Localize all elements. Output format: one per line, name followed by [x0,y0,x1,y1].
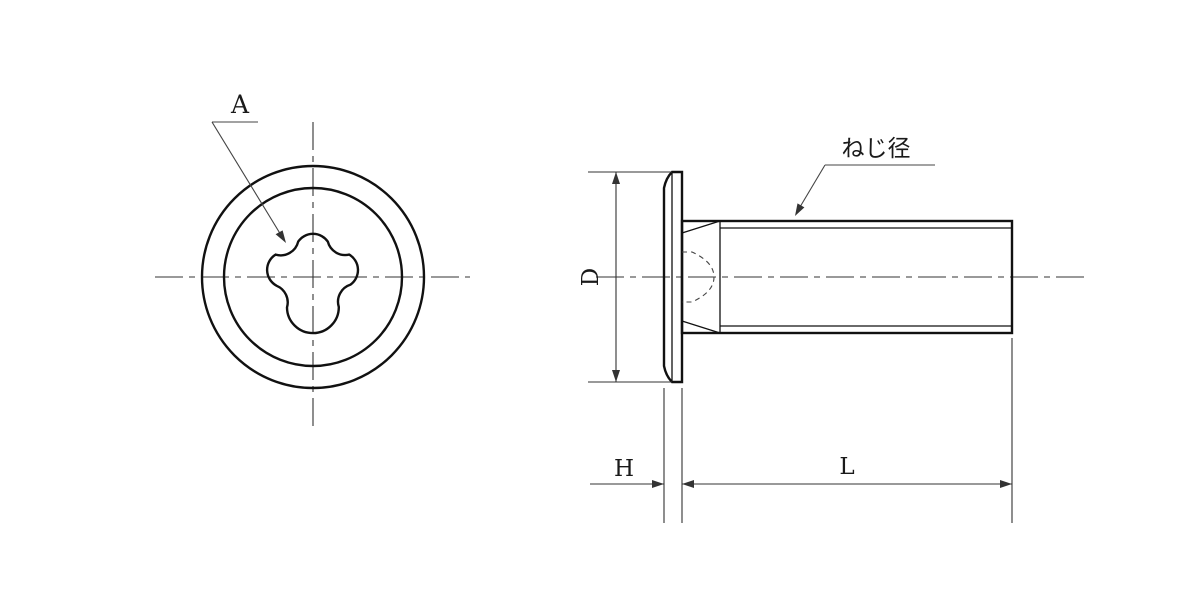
head-inner-circle [222,186,404,368]
shank [680,219,1014,335]
label-h: H [614,456,634,482]
chamfer-bottom [681,320,721,334]
chamfer-top [681,220,721,234]
label-a: A [230,90,250,119]
label-thread-diameter: ねじ径 [842,136,911,162]
dimension-d: D [578,171,672,383]
dimension-h: H [590,388,683,523]
side-view [596,170,1086,384]
hidden-socket [682,251,715,303]
hexalobular-socket [265,232,360,335]
leader-a: A [211,90,286,243]
head-outer-circle [200,164,426,390]
label-l: L [839,454,854,480]
front-view [155,122,470,432]
leader-thread-arrowhead [795,203,805,216]
label-d: D [578,268,604,286]
leader-thread: ねじ径 [795,136,935,216]
dimension-l: L [682,338,1013,523]
leader-a-arrowhead [275,230,286,243]
